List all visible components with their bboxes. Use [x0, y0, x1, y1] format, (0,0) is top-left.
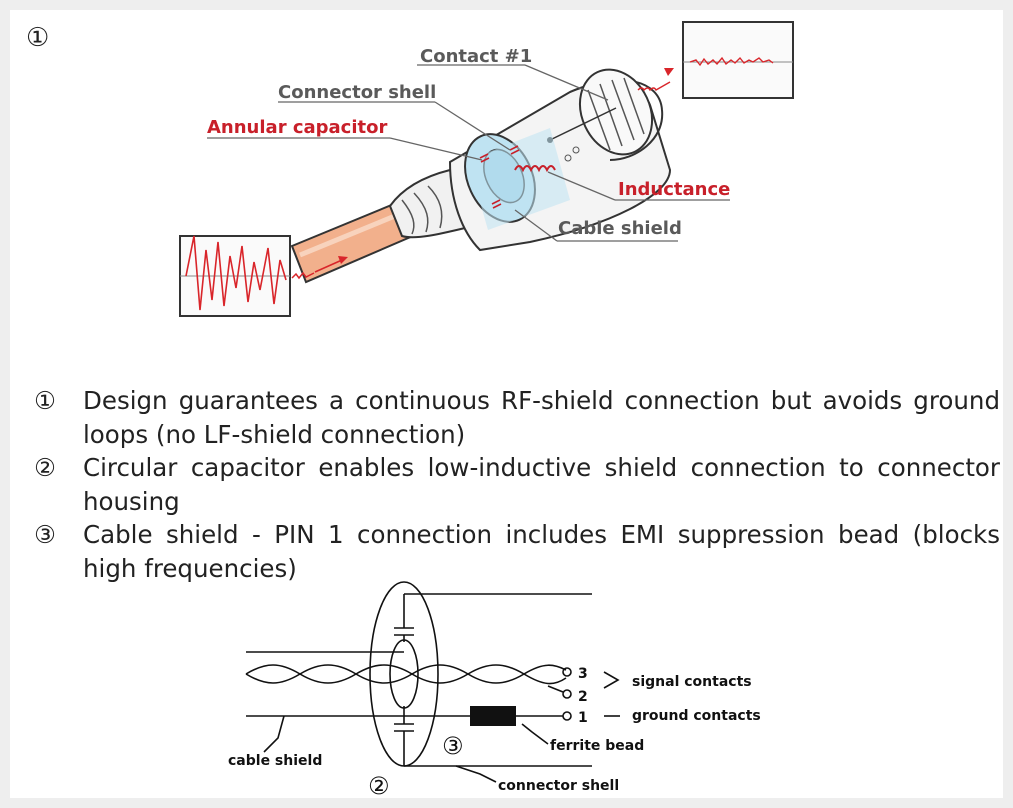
callout-connector-shell: Connector shell — [278, 82, 436, 103]
pin-1-label: 1 — [578, 710, 588, 726]
pin-3-label: 3 — [578, 666, 588, 682]
figure-label: ① — [26, 23, 49, 53]
cable-shield-label: cable shield — [228, 753, 322, 769]
notes-list: ① Design guarantees a continuous RF-shie… — [34, 384, 1000, 585]
output-signal-scope — [682, 21, 794, 99]
marker-2: ② — [368, 772, 390, 798]
callout-cable-shield: Cable shield — [558, 218, 682, 239]
pin-2-label: 2 — [578, 689, 588, 705]
connector-shell-label: connector shell — [498, 778, 619, 794]
ground-contacts-label: ground contacts — [632, 708, 761, 724]
signal-contacts-label: signal contacts — [632, 674, 752, 690]
ferrite-bead — [470, 706, 516, 726]
note-number: ① — [34, 386, 56, 415]
diagram-panel: ① — [10, 10, 1003, 798]
callout-contact: Contact #1 — [420, 46, 532, 67]
note-text: Design guarantees a continuous RF-shield… — [83, 386, 1000, 449]
callout-annular-capacitor: Annular capacitor — [207, 117, 387, 138]
inner-ellipse — [389, 639, 419, 709]
note-item: ③ Cable shield - PIN 1 connection includ… — [34, 518, 1000, 585]
note-item: ① Design guarantees a continuous RF-shie… — [34, 384, 1000, 451]
note-number: ② — [34, 453, 56, 482]
note-text: Circular capacitor enables low-inductive… — [83, 453, 1000, 516]
input-signal-scope — [179, 235, 291, 317]
note-text: Cable shield - PIN 1 connection includes… — [83, 520, 1000, 583]
ferrite-bead-label: ferrite bead — [550, 738, 644, 754]
marker-3: ③ — [442, 732, 464, 760]
connector-illustration: ① — [26, 21, 794, 317]
note-item: ② Circular capacitor enables low-inducti… — [34, 451, 1000, 518]
connector-body — [448, 68, 672, 252]
shield-schematic: 3 2 1 signal contacts ground contacts fe… — [228, 581, 761, 798]
note-number: ③ — [34, 520, 56, 549]
callout-inductance: Inductance — [618, 179, 730, 200]
